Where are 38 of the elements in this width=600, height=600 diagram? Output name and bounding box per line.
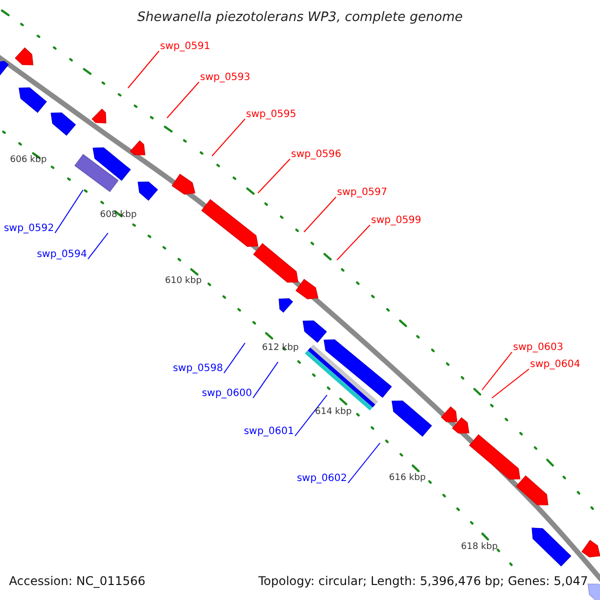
gene-label: swp_0599 [371, 215, 422, 227]
leader-line [88, 232, 108, 260]
leader-line [304, 196, 336, 232]
gene-label: swp_0598 [172, 363, 223, 375]
leader-line [492, 368, 530, 398]
gene-label: swp_0592 [4, 223, 54, 235]
leader-line [348, 442, 380, 484]
kbp-tick-label: 618 kbp [461, 543, 498, 552]
leader-line [166, 82, 200, 118]
genome-summary-text: Topology: circular; Length: 5,396,476 bp; Genes: 5,047 [258, 575, 588, 587]
kbp-tick-label: 616 kbp [389, 474, 426, 483]
gene-label: swp_0601 [244, 426, 294, 438]
kbp-tick-label: 606 kbp [10, 156, 47, 165]
leader-line [294, 394, 328, 436]
accession-text: Accession: NC_011566 [9, 575, 146, 587]
leader-line [224, 342, 246, 374]
kbp-tick-label: 610 kbp [165, 277, 202, 286]
gene-label: swp_0604 [530, 359, 580, 371]
leader-line [212, 118, 246, 156]
gene-label: swp_0597 [337, 187, 388, 199]
gene-label: swp_0596 [291, 149, 342, 161]
gene-label: swp_0593 [200, 72, 250, 84]
gene-label: swp_0594 [36, 249, 87, 261]
leader-line [336, 224, 370, 260]
title: Shewanella piezotolerans WP3, complete genome [136, 11, 464, 24]
gene-label: swp_0602 [296, 473, 347, 485]
leader-line [128, 50, 160, 88]
kbp-tick-label: 608 kbp [100, 211, 137, 220]
kbp-tick-label: 614 kbp [315, 408, 352, 417]
gene-label: swp_0591 [160, 41, 210, 53]
leader-line [252, 362, 278, 398]
leader-line [54, 190, 84, 234]
gene-label: swp_0595 [246, 109, 296, 121]
kbp-tick-label: 612 kbp [262, 344, 299, 353]
gene-label: swp_0603 [513, 342, 564, 354]
gene-label: swp_0600 [202, 388, 252, 400]
leader-line [482, 352, 512, 390]
leader-line [258, 158, 290, 194]
